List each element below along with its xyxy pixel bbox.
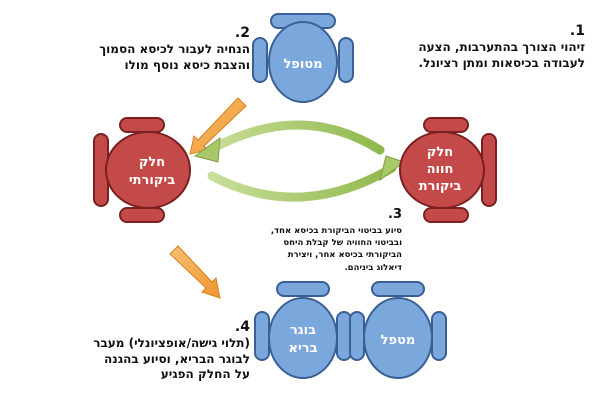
dialogue-arrows xyxy=(193,120,406,202)
note-line: הביקורתי בכיסא אחר, ויצירת xyxy=(287,250,402,261)
step-1-note: 1. זיהוי הצורך בהתערבות, הצעה לעבודה בכי… xyxy=(355,22,585,71)
note-line: לעבודה בכיסאות ומתן רציונל. xyxy=(418,55,585,70)
chair-label: מטפל xyxy=(381,333,416,348)
chair-label-line2: ביקורתי xyxy=(129,173,175,188)
chair-label-line1: חלק xyxy=(139,155,165,170)
chair-label-line2: חווה xyxy=(427,162,454,177)
step-number: 1. xyxy=(569,23,585,39)
chair-healthy-adult: בוגר בריא xyxy=(254,281,352,379)
chair-label: מטופל xyxy=(283,57,322,72)
note-line: ובביטוי החוויה של קבלת היחס xyxy=(283,238,402,249)
note-line: על החלק הפגיע xyxy=(160,367,250,382)
note-line: זיהוי הצורך בהתערבות, הצעה xyxy=(418,40,585,55)
step-number: 4. xyxy=(234,319,250,335)
step-3-note: 3. סיוע בביטוי הביקורת בכיסא אחד, ובביטו… xyxy=(212,206,402,274)
chair-label-line1: בוגר xyxy=(290,323,316,338)
arrow-to-healthy-adult xyxy=(169,245,221,299)
arrow-to-critic xyxy=(189,97,247,155)
note-line: סיוע בביטוי הביקורת בכיסא אחד, xyxy=(270,225,402,236)
note-line: (תלוי גישה/אופציונלי) מעבר xyxy=(93,336,250,351)
chair-experiencing-part: חלק חווה ביקורת xyxy=(399,117,497,223)
step-number: 3. xyxy=(388,207,402,222)
step-4-note: 4. (תלוי גישה/אופציונלי) מעבר לבוגר הברי… xyxy=(20,318,250,383)
chair-critical-part: חלק ביקורתי xyxy=(93,117,191,223)
chair-label-line3: ביקורת xyxy=(419,179,462,194)
chair-client-top: מטופל xyxy=(252,13,354,103)
note-line: והצבת כיסא נוסף מולו xyxy=(124,57,250,72)
chair-therapist-bottom: מטפל xyxy=(349,281,447,379)
step-number: 2. xyxy=(234,25,250,41)
chair-label-line2: בריא xyxy=(288,341,317,356)
note-line: לבוגר הבריא, וסיוע בהגנה xyxy=(104,351,250,366)
note-line: דיאלוג ביניהם. xyxy=(344,262,402,273)
note-line: הנחיה לעבור לכיסא הסמוך xyxy=(99,42,250,57)
step-2-note: 2. הנחיה לעבור לכיסא הסמוך והצבת כיסא נו… xyxy=(20,24,250,73)
chair-label-line1: חלק xyxy=(427,145,453,160)
